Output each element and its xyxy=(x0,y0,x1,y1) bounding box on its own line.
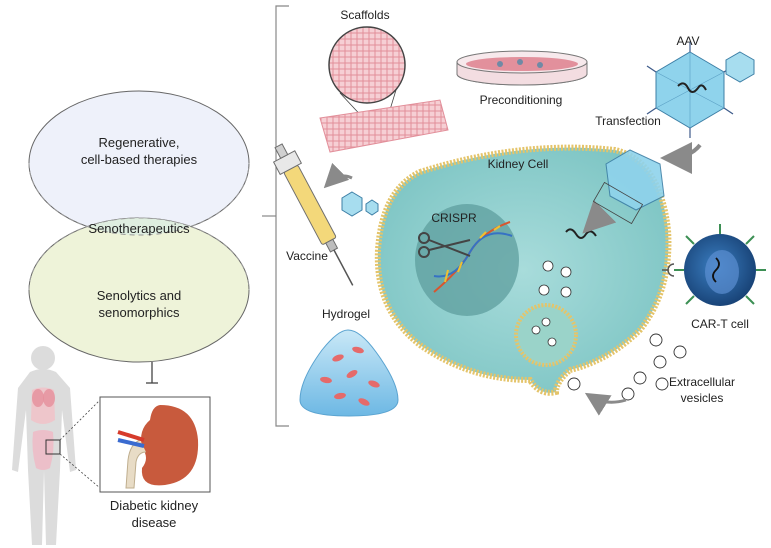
preconditioning-label: Preconditioning xyxy=(480,93,563,107)
scissors-icon xyxy=(418,232,471,258)
entering-aav xyxy=(605,149,665,211)
particles-in-cell xyxy=(531,260,572,347)
aav-arrow xyxy=(660,141,702,174)
hydrogel-label: Hydrogel xyxy=(322,307,370,321)
ev-arrow xyxy=(584,392,627,416)
extracellular-vesicles: Extracellular vesicles xyxy=(567,333,735,416)
preconditioning-dish: Preconditioning xyxy=(456,50,588,107)
venn-top-label: Regenerative, xyxy=(99,135,180,150)
vaccine-syringe: Vaccine xyxy=(272,143,379,286)
internal-vesicle xyxy=(514,303,578,367)
kidney-cell-label: Kidney Cell xyxy=(488,157,549,171)
bracket xyxy=(262,5,289,427)
scaffold-magnifier xyxy=(328,26,406,104)
scaffold-mesh xyxy=(319,99,449,153)
venn-bottom-label-2: senomorphics xyxy=(99,305,180,320)
scaffolds-label: Scaffolds xyxy=(340,8,389,22)
aav-label: AAV xyxy=(676,34,699,48)
nucleus xyxy=(415,204,519,316)
disease-label: Diabetic kidney xyxy=(110,498,199,513)
venn-diagram: Regenerative, cell-based therapies Senot… xyxy=(28,90,250,363)
kidney-inset xyxy=(99,396,211,493)
kidney-region-box xyxy=(45,439,61,455)
kidney-icon xyxy=(141,405,199,486)
dna-helix-icon xyxy=(433,221,513,293)
car-t-label: CAR-T cell xyxy=(691,317,749,331)
vaccine-label: Vaccine xyxy=(286,249,328,263)
aav-virus: AAV xyxy=(646,34,755,138)
inhibit-connector xyxy=(146,362,158,384)
ev-label-2: vesicles xyxy=(681,391,724,405)
venn-overlap-dash xyxy=(28,162,250,236)
ev-label: Extracellular xyxy=(669,375,735,389)
hydrogel: Hydrogel xyxy=(299,307,399,417)
transfection-label: Transfection xyxy=(595,114,661,128)
venn-bottom-label: Senolytics and xyxy=(97,288,182,303)
venn-top-label-2: cell-based therapies xyxy=(81,152,198,167)
car-t-cell: CAR-T cell xyxy=(662,224,766,331)
venn-middle-label: Senotherapeutics xyxy=(88,221,190,236)
kidney-cell: Kidney Cell CRISPR xyxy=(374,144,672,396)
disease-label-2: disease xyxy=(132,515,177,530)
scaffolds: Scaffolds xyxy=(319,8,449,153)
crispr-label: CRISPR xyxy=(431,211,477,225)
human-silhouette xyxy=(12,346,101,545)
